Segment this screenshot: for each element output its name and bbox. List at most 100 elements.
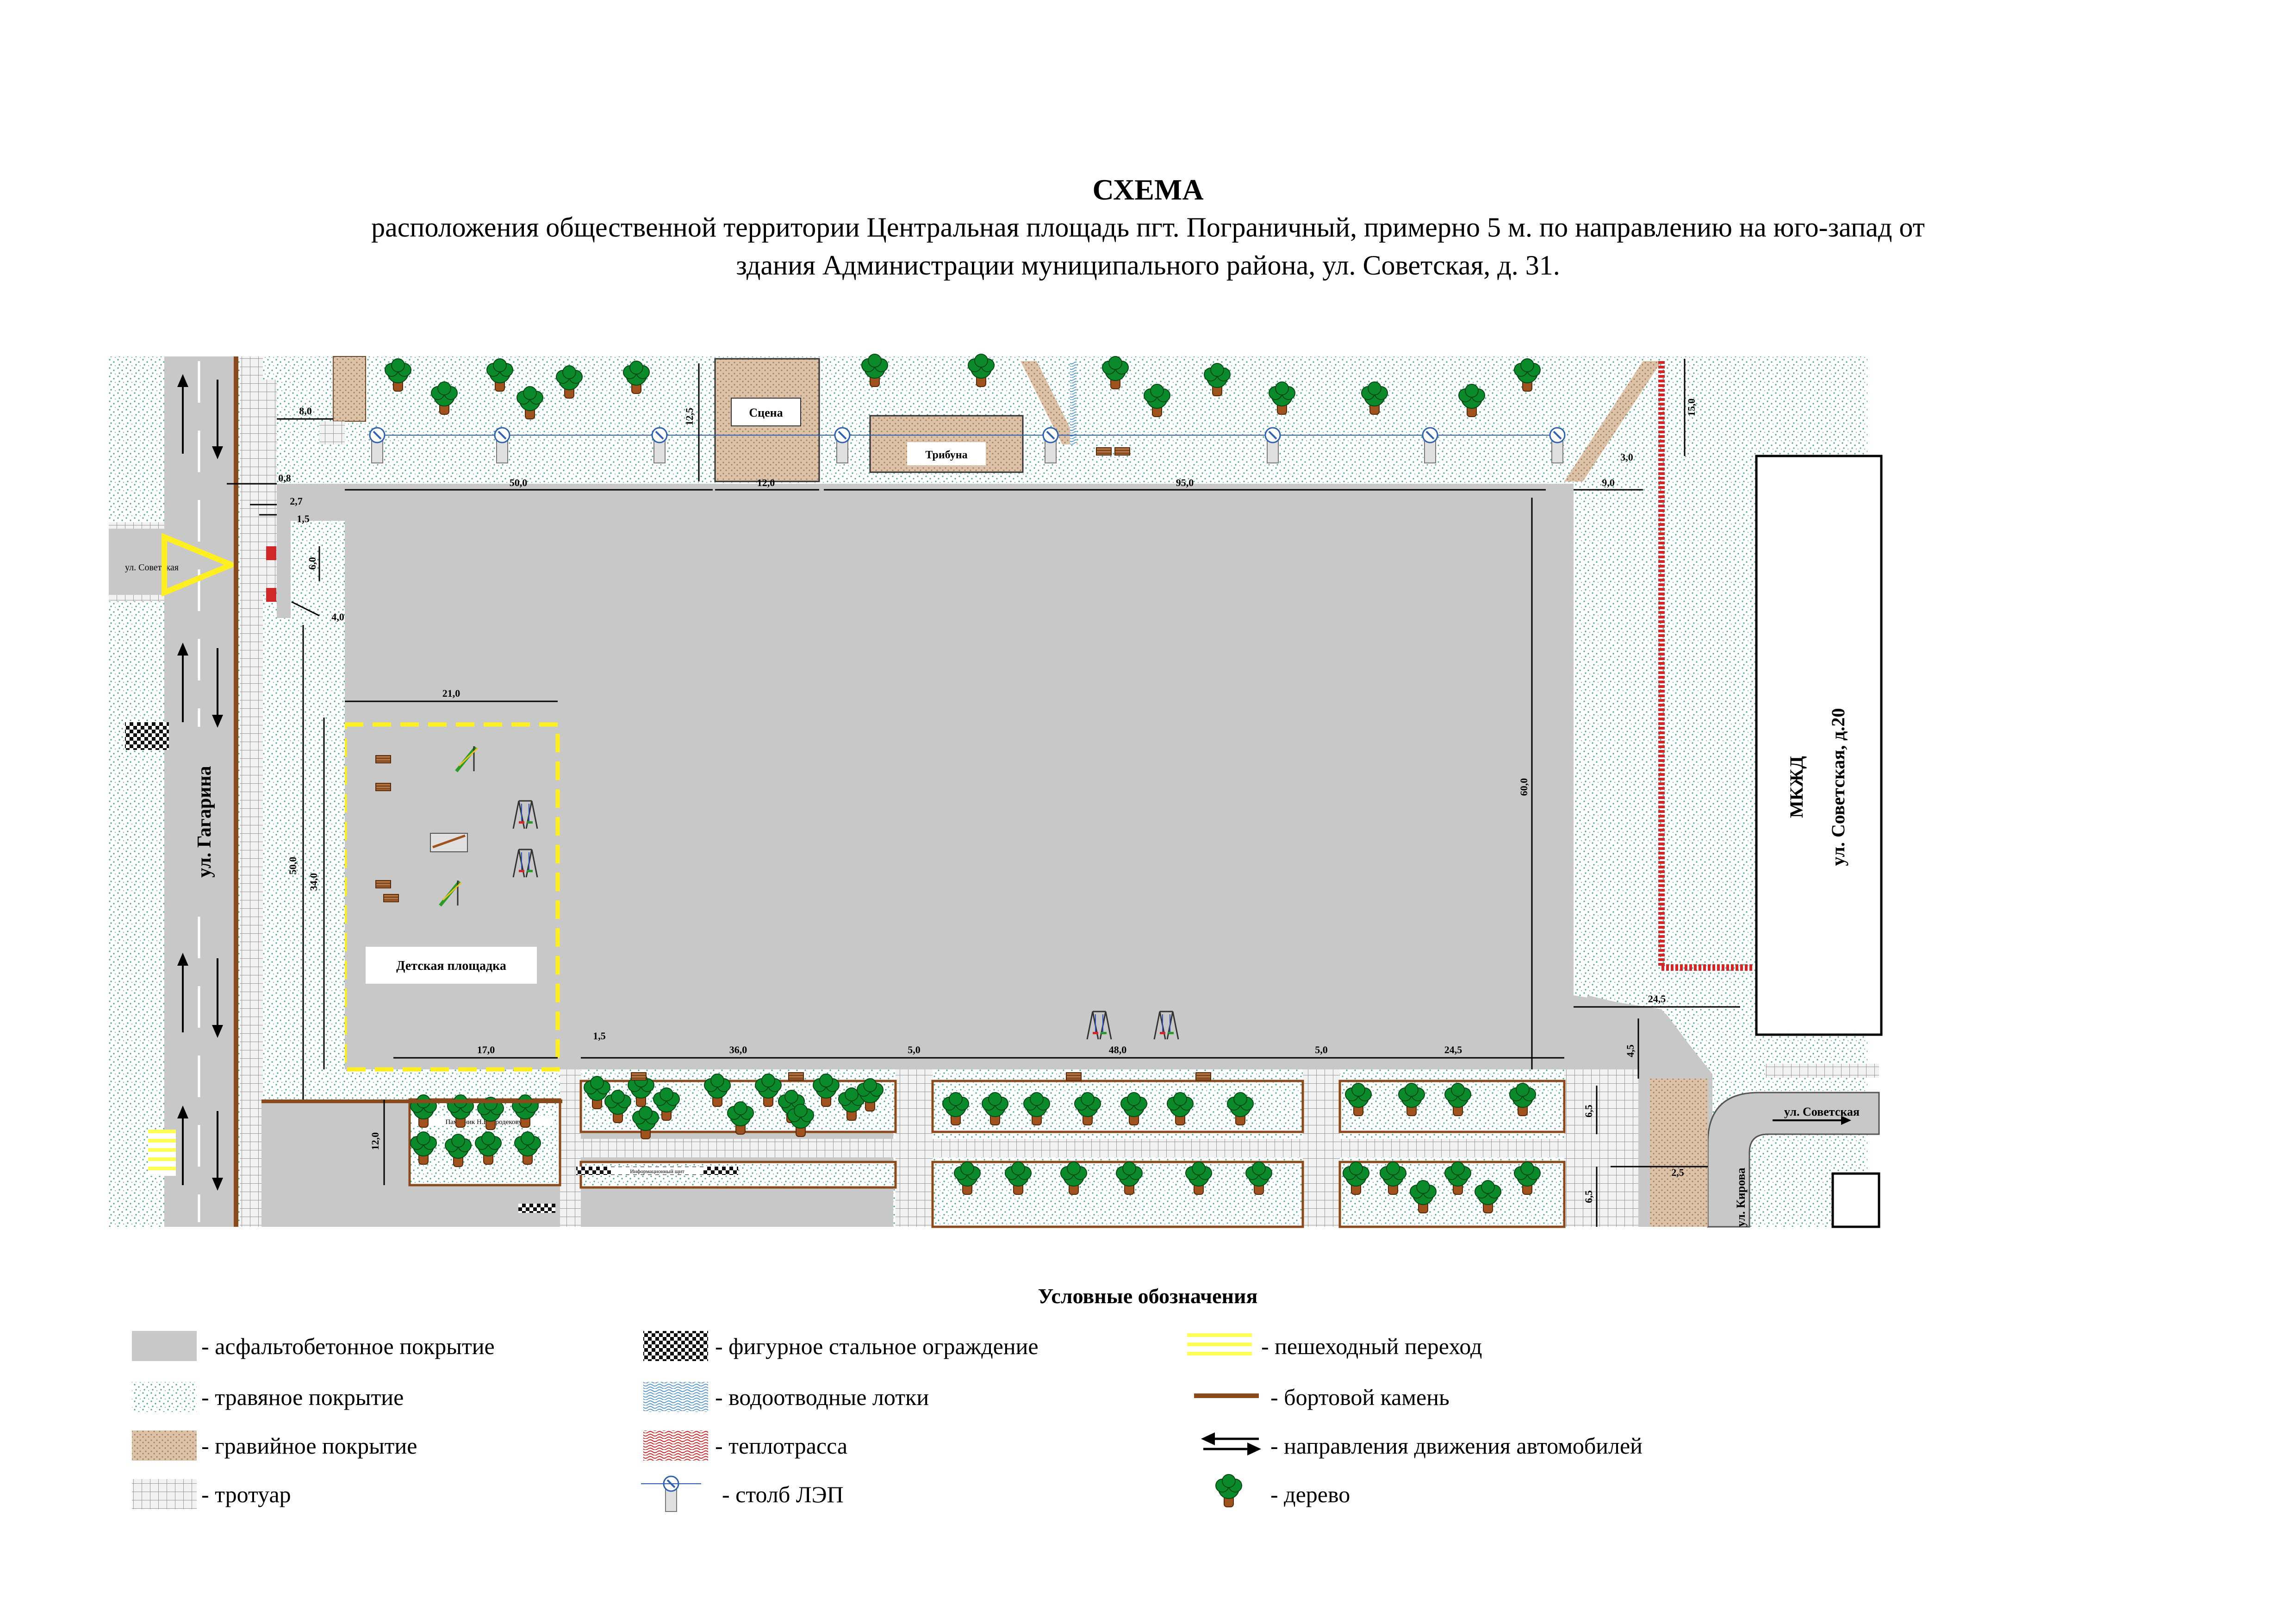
legend-item-traffic: - направления движения автомобилей (1201, 1432, 1643, 1459)
svg-text:3,0: 3,0 (1620, 451, 1633, 463)
street-sovetskaya-west-road (109, 528, 164, 595)
curb-gagarina-east (234, 356, 238, 1227)
legend-item-power-pole: - столб ЛЭП (641, 1475, 844, 1512)
svg-text:2,7: 2,7 (290, 495, 303, 507)
corner-building (333, 356, 366, 422)
svg-text:1,5: 1,5 (297, 513, 310, 525)
playground-label: Детская площадка (396, 959, 506, 973)
power-pole-icon (663, 1475, 679, 1512)
legend-item-sidewalk: - тротуар (132, 1479, 291, 1509)
street-kirova-label: ул. Кирова (1734, 1168, 1748, 1227)
svg-text:50,0: 50,0 (287, 857, 299, 875)
svg-text:- тротуар: - тротуар (201, 1481, 291, 1507)
legend-item-drain: - водоотводные лотки (643, 1382, 929, 1412)
curb-south (261, 1099, 562, 1103)
two-way-arrow-icon (1201, 1432, 1261, 1455)
svg-text:21,0: 21,0 (442, 687, 460, 699)
tree-icon (1215, 1474, 1242, 1507)
sidewalk-gagarina (240, 356, 263, 1227)
building-small-se (1831, 1172, 1880, 1228)
sidewalk-west-stub (109, 522, 164, 529)
svg-text:2,5: 2,5 (1671, 1167, 1684, 1178)
legend-item-tree: - дерево (1215, 1474, 1350, 1507)
south-sidewalk-vertical-3 (1303, 1069, 1340, 1227)
pedestrian-crossing (162, 533, 239, 597)
svg-text:1,5: 1,5 (593, 1030, 606, 1042)
sidewalk-west-stub-bottom (109, 595, 164, 601)
svg-text:24,5: 24,5 (1444, 1044, 1462, 1056)
bed-west-grass (277, 618, 345, 1099)
page-title: СХЕМА (1092, 173, 1204, 206)
svg-text:5,0: 5,0 (1315, 1044, 1328, 1056)
svg-text:36,0: 36,0 (729, 1044, 747, 1056)
svg-text:9,0: 9,0 (1602, 477, 1615, 488)
gravel-path-north (1020, 361, 1078, 444)
svg-text:12,0: 12,0 (369, 1132, 381, 1150)
svg-text:48,0: 48,0 (1109, 1044, 1127, 1056)
title-block: СХЕМА расположения общественной территор… (0, 171, 2296, 284)
playground-area (342, 722, 560, 1072)
street-sovetskaya-east-label: ул. Советская (1784, 1105, 1860, 1118)
corner-sidewalk (319, 421, 345, 444)
svg-text:- столб ЛЭП: - столб ЛЭП (722, 1481, 844, 1507)
svg-text:4,5: 4,5 (1624, 1044, 1636, 1057)
svg-text:- травяное покрытие: - травяное покрытие (201, 1384, 404, 1410)
dimension-labels: 8,0 12,5 0,8 2,7 1,5 6,0 4,0 50,0 12,0 9… (278, 399, 1697, 1203)
legend-item-fence: - фигурное стальное ограждение (643, 1331, 1039, 1361)
south-sidewalk-horizontal (560, 1139, 1638, 1157)
west-asphalt-link (277, 521, 291, 618)
legend-item-asphalt: - асфальтобетонное покрытие (132, 1331, 495, 1361)
svg-text:60,0: 60,0 (1518, 778, 1530, 796)
svg-text:95,0: 95,0 (1176, 477, 1194, 488)
drain-channel-north (1070, 361, 1076, 444)
street-sovetskaya-east-road (1707, 1092, 1880, 1228)
svg-text:12,0: 12,0 (757, 477, 775, 488)
svg-text:12,5: 12,5 (684, 408, 695, 426)
svg-text:4,0: 4,0 (331, 611, 344, 623)
svg-text:- фигурное стальное ограждение: - фигурное стальное ограждение (715, 1333, 1039, 1359)
legend-item-crossing: - пешеходный переход (1187, 1332, 1482, 1360)
svg-text:8,0: 8,0 (299, 405, 312, 417)
heating-line (1658, 361, 1754, 971)
south-sidewalk-vertical-2 (896, 1069, 933, 1227)
gravel-sidewalk-east (1650, 1079, 1708, 1227)
legend-item-heating: - теплотрасса (643, 1430, 847, 1461)
svg-text:6,5: 6,5 (1583, 1190, 1594, 1203)
sidewalk-southeast (1766, 1064, 1879, 1078)
crossing-gagarina-south (148, 1130, 176, 1176)
drain-west-2 (266, 588, 276, 602)
svg-text:- теплотрасса: - теплотрасса (715, 1433, 847, 1459)
north-asphalt-strip (277, 484, 346, 521)
info-stand-label: Информационный щит (630, 1168, 684, 1174)
svg-text:- асфальтобетонное покрытие: - асфальтобетонное покрытие (201, 1333, 495, 1359)
south-sidewalk-east (1564, 1069, 1638, 1227)
svg-text:34,0: 34,0 (308, 873, 319, 891)
svg-text:24,5: 24,5 (1648, 993, 1666, 1005)
svg-text:6,0: 6,0 (306, 557, 318, 570)
building-address: ул. Советская, д.20 (1828, 708, 1848, 866)
building-name: МКЖД (1786, 756, 1807, 818)
tribune-label: Трибуна (925, 449, 967, 461)
svg-text:5,0: 5,0 (908, 1044, 921, 1056)
gravel-path-northeast (1564, 361, 1661, 481)
svg-text:- водоотводные лотки: - водоотводные лотки (715, 1384, 929, 1410)
fence-south (518, 1204, 555, 1213)
legend-item-curb: - бортовой камень (1194, 1384, 1450, 1410)
svg-text:- дерево: - дерево (1270, 1481, 1350, 1507)
legend-title: Условные обозначения (1038, 1284, 1258, 1308)
svg-text:15,0: 15,0 (1686, 399, 1697, 417)
stage-label: Сцена (749, 406, 783, 419)
crossing-west (125, 722, 169, 750)
street-gagarina-label: ул. Гагарина (194, 766, 215, 877)
svg-text:50,0: 50,0 (510, 477, 528, 488)
svg-text:- бортовой камень: - бортовой камень (1270, 1384, 1450, 1410)
svg-text:17,0: 17,0 (477, 1044, 495, 1056)
svg-text:- гравийное покрытие: - гравийное покрытие (201, 1433, 417, 1459)
svg-text:- направления движения автомоб: - направления движения автомобилей (1270, 1433, 1643, 1459)
carousel (430, 833, 468, 852)
svg-text:6,5: 6,5 (1583, 1105, 1594, 1118)
dimension-lines (227, 359, 1740, 1227)
legend-item-gravel: - гравийное покрытие (132, 1430, 417, 1461)
subtitle-line-2: здания Администрации муниципального райо… (736, 250, 1560, 281)
